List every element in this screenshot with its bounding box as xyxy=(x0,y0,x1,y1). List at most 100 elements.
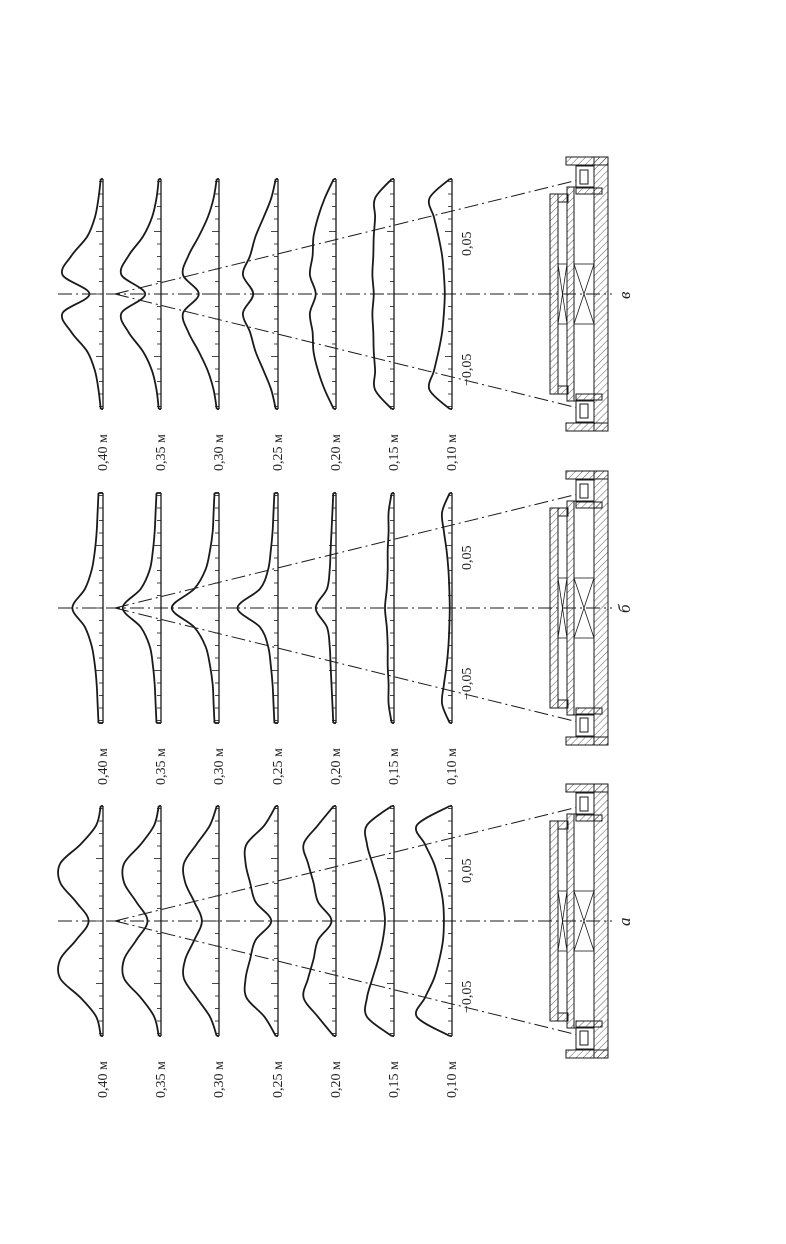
level-label: 0,10 м xyxy=(445,1061,460,1098)
ray-line xyxy=(114,493,579,609)
core-box xyxy=(557,890,568,952)
coil-winding xyxy=(579,1030,589,1046)
level-label: 0,15 м xyxy=(387,1061,402,1098)
field-profile-curve xyxy=(181,178,218,410)
spacer xyxy=(575,393,603,401)
core-box xyxy=(557,577,568,639)
ray-line xyxy=(114,293,579,409)
level-label: 0,40 м xyxy=(96,748,111,785)
core-cross xyxy=(573,577,595,639)
panel-letter: в xyxy=(615,291,634,299)
field-profile-curve xyxy=(60,178,102,410)
field-profile-curve xyxy=(182,805,218,1037)
field-profile-curve xyxy=(364,805,393,1037)
apparatus-cross-section xyxy=(549,783,609,1059)
spacer xyxy=(575,814,603,822)
ray-line xyxy=(114,920,579,1036)
core-box xyxy=(573,577,595,639)
spacer-front xyxy=(557,699,569,709)
inner-plate xyxy=(566,186,575,402)
tick-label-negative: −0,05 xyxy=(460,981,475,1013)
level-label: 0,10 м xyxy=(445,748,460,785)
level-label: 0,30 м xyxy=(212,748,227,785)
level-label: 0,30 м xyxy=(212,1061,227,1098)
level-label: 0,30 м xyxy=(212,434,227,471)
coil-winding xyxy=(579,717,589,733)
field-profile-curve xyxy=(302,805,335,1037)
field-profile-curve xyxy=(243,805,277,1037)
field-profile-curve xyxy=(308,178,335,410)
coil-winding xyxy=(579,483,589,499)
apparatus-cross-section xyxy=(549,156,609,432)
spacer-front xyxy=(557,1012,569,1022)
spacer-front xyxy=(557,507,569,517)
core-cross xyxy=(557,577,568,639)
panel-2: 0,40 м 0,35 м 0,30 м 0,25 м 0,20 м 0,15 м 0,10… xyxy=(58,156,634,471)
field-profile-curve xyxy=(121,805,160,1037)
housing-back xyxy=(593,470,609,746)
spacer-front xyxy=(557,193,569,203)
level-label: 0,10 м xyxy=(445,434,460,471)
field-profile-curve xyxy=(241,178,277,410)
level-label: 0,25 м xyxy=(271,434,286,471)
level-label: 0,25 м xyxy=(271,1061,286,1098)
level-label: 0,35 м xyxy=(154,1061,169,1098)
core-cross xyxy=(573,263,595,325)
core-cross xyxy=(557,890,568,952)
field-profile-curve xyxy=(314,492,335,724)
level-label: 0,15 м xyxy=(387,434,402,471)
level-label: 0,20 м xyxy=(329,748,344,785)
spacer xyxy=(575,707,603,715)
level-label: 0,40 м xyxy=(96,1061,111,1098)
field-profile-curve xyxy=(371,178,393,410)
level-label: 0,20 м xyxy=(329,1061,344,1098)
core-box xyxy=(573,263,595,325)
field-profile-curve xyxy=(71,492,100,724)
ray-line xyxy=(114,179,579,295)
spacer xyxy=(575,501,603,509)
coil-winding xyxy=(579,796,589,812)
core-box xyxy=(557,263,568,325)
level-label: 0,25 м xyxy=(271,748,286,785)
panel-0: 0,40 м 0,35 м 0,30 м 0,25 м 0,20 м 0,15 м 0,10… xyxy=(57,783,634,1098)
housing-bottom xyxy=(565,422,609,432)
coil-winding xyxy=(579,169,589,185)
field-profile-curve xyxy=(170,492,216,724)
housing-bottom xyxy=(565,736,609,746)
field-profile-curve xyxy=(440,492,451,724)
ray-line xyxy=(114,806,579,922)
spacer xyxy=(575,187,603,195)
panel-letter: а xyxy=(615,918,634,927)
level-label: 0,35 м xyxy=(154,434,169,471)
tick-label-negative: −0,05 xyxy=(460,668,475,700)
ray-line xyxy=(114,607,579,723)
panel-letter: б xyxy=(615,604,634,613)
level-label: 0,35 м xyxy=(154,748,169,785)
inner-plate xyxy=(566,813,575,1029)
housing-top xyxy=(565,156,609,166)
coil-winding xyxy=(579,403,589,419)
spacer xyxy=(575,1020,603,1028)
field-profile-curve xyxy=(119,178,160,410)
inner-plate xyxy=(566,500,575,716)
front-plate xyxy=(549,193,559,395)
panel-1: 0,40 м 0,35 м 0,30 м 0,25 м 0,20 м 0,15 м 0,10… xyxy=(58,470,634,785)
panels: 0,40 м 0,35 м 0,30 м 0,25 м 0,20 м 0,15 м 0,10… xyxy=(57,156,634,1098)
core-cross xyxy=(573,890,595,952)
level-label: 0,15 м xyxy=(387,748,402,785)
level-label: 0,40 м xyxy=(96,434,111,471)
housing-bottom xyxy=(565,1049,609,1059)
tick-label-positive: 0,05 xyxy=(460,546,475,571)
spacer-front xyxy=(557,820,569,830)
level-label: 0,20 м xyxy=(329,434,344,471)
core-box xyxy=(573,890,595,952)
field-profile-curve xyxy=(384,492,393,724)
spacer-front xyxy=(557,385,569,395)
housing-back xyxy=(593,783,609,1059)
tick-label-positive: 0,05 xyxy=(460,232,475,257)
field-profile-curve xyxy=(427,178,451,410)
field-profile-curve xyxy=(57,805,102,1037)
housing-back xyxy=(593,156,609,432)
apparatus-cross-section xyxy=(549,470,609,746)
